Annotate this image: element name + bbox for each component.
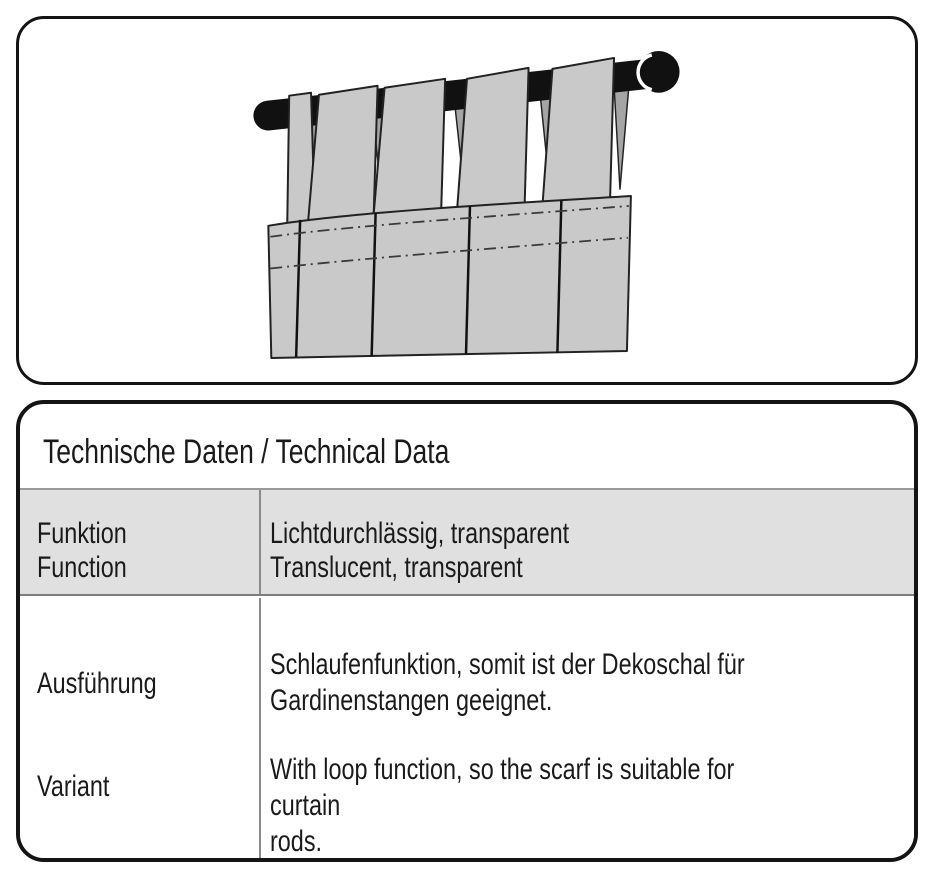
variant-value-de: Schlaufenfunktion, somit ist der Dekosch… [270, 648, 745, 717]
table-title: Technische Daten / Technical Data [43, 431, 564, 473]
table-row-variant: Ausführung Variant Schlaufenfunktion, so… [20, 598, 914, 858]
variant-label-cell: Ausführung Variant [20, 598, 259, 858]
technical-data-panel: Technische Daten / Technical Data Funkti… [16, 400, 918, 862]
table-title-text: Technische Daten / Technical Data [43, 433, 450, 471]
curtain-seam-lines [270, 205, 629, 270]
variant-label-de: Ausführung [37, 667, 157, 700]
tab-top-curtain-on-rod-icon [253, 51, 680, 359]
variant-value-en: With loop function, so the scarf is suit… [270, 753, 735, 858]
function-label: Funktion Function [37, 517, 127, 584]
function-value-cell: Lichtdurchlässig, transparent Translucen… [259, 490, 914, 594]
rod-end-cap [636, 51, 680, 93]
curtain-fold-lines [294, 199, 563, 357]
table-row-function: Funktion Function Lichtdurchlässig, tran… [20, 488, 914, 596]
function-value: Lichtdurchlässig, transparent Translucen… [270, 517, 570, 584]
variant-label-en: Variant [37, 770, 110, 803]
curtain-body [267, 195, 632, 359]
function-label-cell: Funktion Function [20, 490, 259, 594]
variant-value-cell: Schlaufenfunktion, somit ist der Dekosch… [259, 598, 914, 858]
illustration-panel [16, 16, 918, 385]
curtain-tab-fronts [286, 56, 616, 228]
